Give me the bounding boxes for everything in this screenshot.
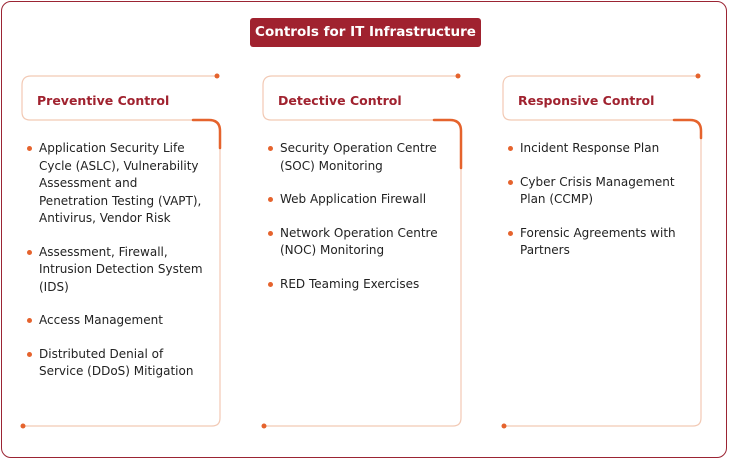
bullet-dot-icon xyxy=(27,318,32,323)
list-item: Network Operation Centre (NOC) Monitorin… xyxy=(268,225,448,260)
list-item: Security Operation Centre (SOC) Monitori… xyxy=(268,140,448,175)
bullet-dot-icon xyxy=(508,179,513,185)
card-outline xyxy=(501,73,703,429)
bullet-dot-icon xyxy=(27,146,32,151)
bullet-dot-icon xyxy=(268,281,273,287)
card-item-list: Incident Response Plan Cyber Crisis Mana… xyxy=(508,140,688,276)
list-item: Cyber Crisis Management Plan (CCMP) xyxy=(508,174,688,209)
list-item-text: RED Teaming Exercises xyxy=(280,276,420,291)
list-item-text: Access Management xyxy=(39,313,163,327)
list-item-text: Forensic Agreements with Partners xyxy=(520,225,676,258)
list-item-text: Incident Response Plan xyxy=(520,141,660,155)
list-item: Distributed Denial of Service (DDoS) Mit… xyxy=(27,346,207,381)
list-item: Assessment, Firewall, Intrusion Detectio… xyxy=(27,244,207,297)
bullet-dot-icon xyxy=(268,146,273,151)
list-item-text: Application Security Life Cycle (ASLC), … xyxy=(39,141,202,225)
bullet-dot-icon xyxy=(508,146,513,151)
list-item-text: Web Application Firewall xyxy=(280,192,427,206)
card-item-list: Application Security Life Cycle (ASLC), … xyxy=(27,140,207,397)
list-item: Application Security Life Cycle (ASLC), … xyxy=(27,140,207,228)
card-heading: Responsive Control xyxy=(518,93,655,108)
card-outline xyxy=(20,73,222,429)
list-item-text: Security Operation Centre (SOC) Monitori… xyxy=(280,141,437,173)
card-preventive: Preventive Control Application Security … xyxy=(20,73,222,429)
bullet-dot-icon xyxy=(27,249,32,255)
list-item: Access Management xyxy=(27,312,207,330)
bullet-dot-icon xyxy=(268,230,273,236)
list-item-text: Cyber Crisis Management Plan (CCMP) xyxy=(520,174,675,207)
bullet-dot-icon xyxy=(27,351,32,357)
list-item-text: Network Operation Centre (NOC) Monitorin… xyxy=(280,225,438,258)
card-heading: Detective Control xyxy=(278,93,402,108)
diagram-title: Controls for IT Infrastructure xyxy=(250,18,481,47)
card-outline xyxy=(261,73,463,429)
list-item: Web Application Firewall xyxy=(268,191,448,209)
list-item: RED Teaming Exercises xyxy=(268,276,448,294)
card-responsive: Responsive Control Incident Response Pla… xyxy=(501,73,703,429)
bullet-dot-icon xyxy=(268,197,273,202)
list-item-text: Distributed Denial of Service (DDoS) Mit… xyxy=(39,346,194,379)
card-heading: Preventive Control xyxy=(37,93,170,108)
card-detective: Detective Control Security Operation Cen… xyxy=(261,73,463,429)
card-item-list: Security Operation Centre (SOC) Monitori… xyxy=(268,140,448,309)
list-item: Forensic Agreements with Partners xyxy=(508,225,688,260)
list-item-text: Assessment, Firewall, Intrusion Detectio… xyxy=(39,244,203,294)
list-item: Incident Response Plan xyxy=(508,140,688,158)
bullet-dot-icon xyxy=(508,230,513,236)
